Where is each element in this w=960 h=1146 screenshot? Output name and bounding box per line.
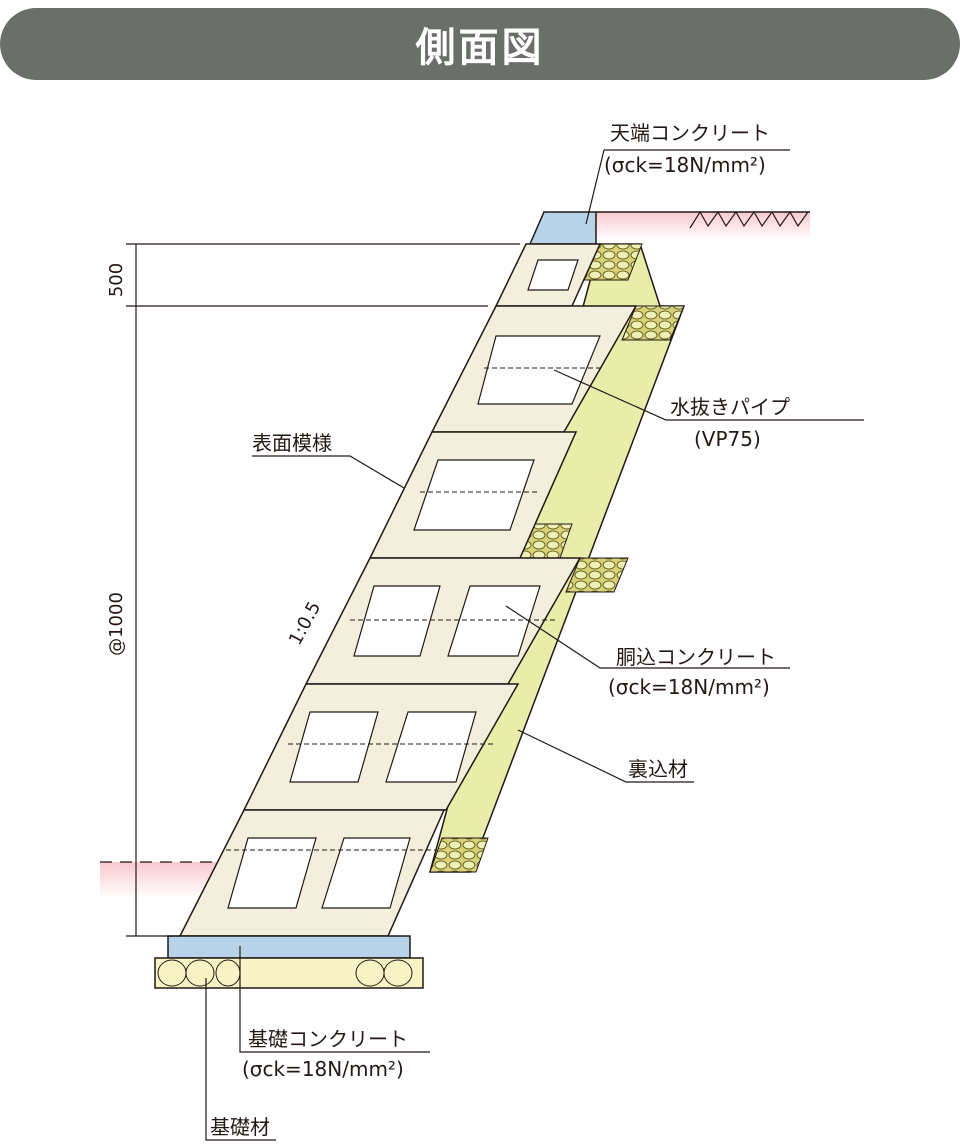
block-course-2 — [368, 431, 578, 559]
ground-hatch — [689, 210, 809, 229]
label-backfill: 裏込材 — [628, 757, 688, 781]
label-crest-concrete-spec: (σck=18N/mm²) — [604, 153, 766, 177]
block-course-1 — [430, 305, 638, 433]
leader-lines — [205, 149, 864, 1141]
dim-top: 500 — [106, 263, 127, 297]
crest-concrete — [528, 211, 597, 245]
label-drain-pipe-spec: (VP75) — [694, 427, 761, 451]
base-material — [154, 957, 424, 989]
block-course-3 — [304, 557, 582, 685]
label-fill-concrete-spec: (σck=18N/mm²) — [608, 675, 770, 699]
label-surface-pattern: 表面模様 — [252, 431, 332, 455]
label-crest-concrete: 天端コンクリート — [610, 121, 770, 145]
label-base-concrete-spec: (σck=18N/mm²) — [242, 1057, 404, 1081]
label-drain-pipe: 水抜きパイプ — [670, 395, 790, 419]
block-course-5 — [178, 809, 446, 937]
title-bar: 側面図 — [0, 8, 960, 80]
label-fill-concrete: 胴込コンクリート — [616, 645, 776, 669]
dimension-lines — [126, 243, 520, 937]
top-block — [494, 243, 602, 307]
front-ground — [100, 862, 220, 898]
label-base-material: 基礎材 — [210, 1115, 270, 1139]
block-course-4 — [242, 683, 520, 811]
page-title: 側面図 — [415, 25, 545, 71]
base-concrete — [167, 935, 411, 959]
label-base-concrete: 基礎コンクリート — [248, 1027, 408, 1051]
dim-pitch: @1000 — [106, 592, 127, 656]
dim-slope: 1:0.5 — [285, 598, 325, 649]
